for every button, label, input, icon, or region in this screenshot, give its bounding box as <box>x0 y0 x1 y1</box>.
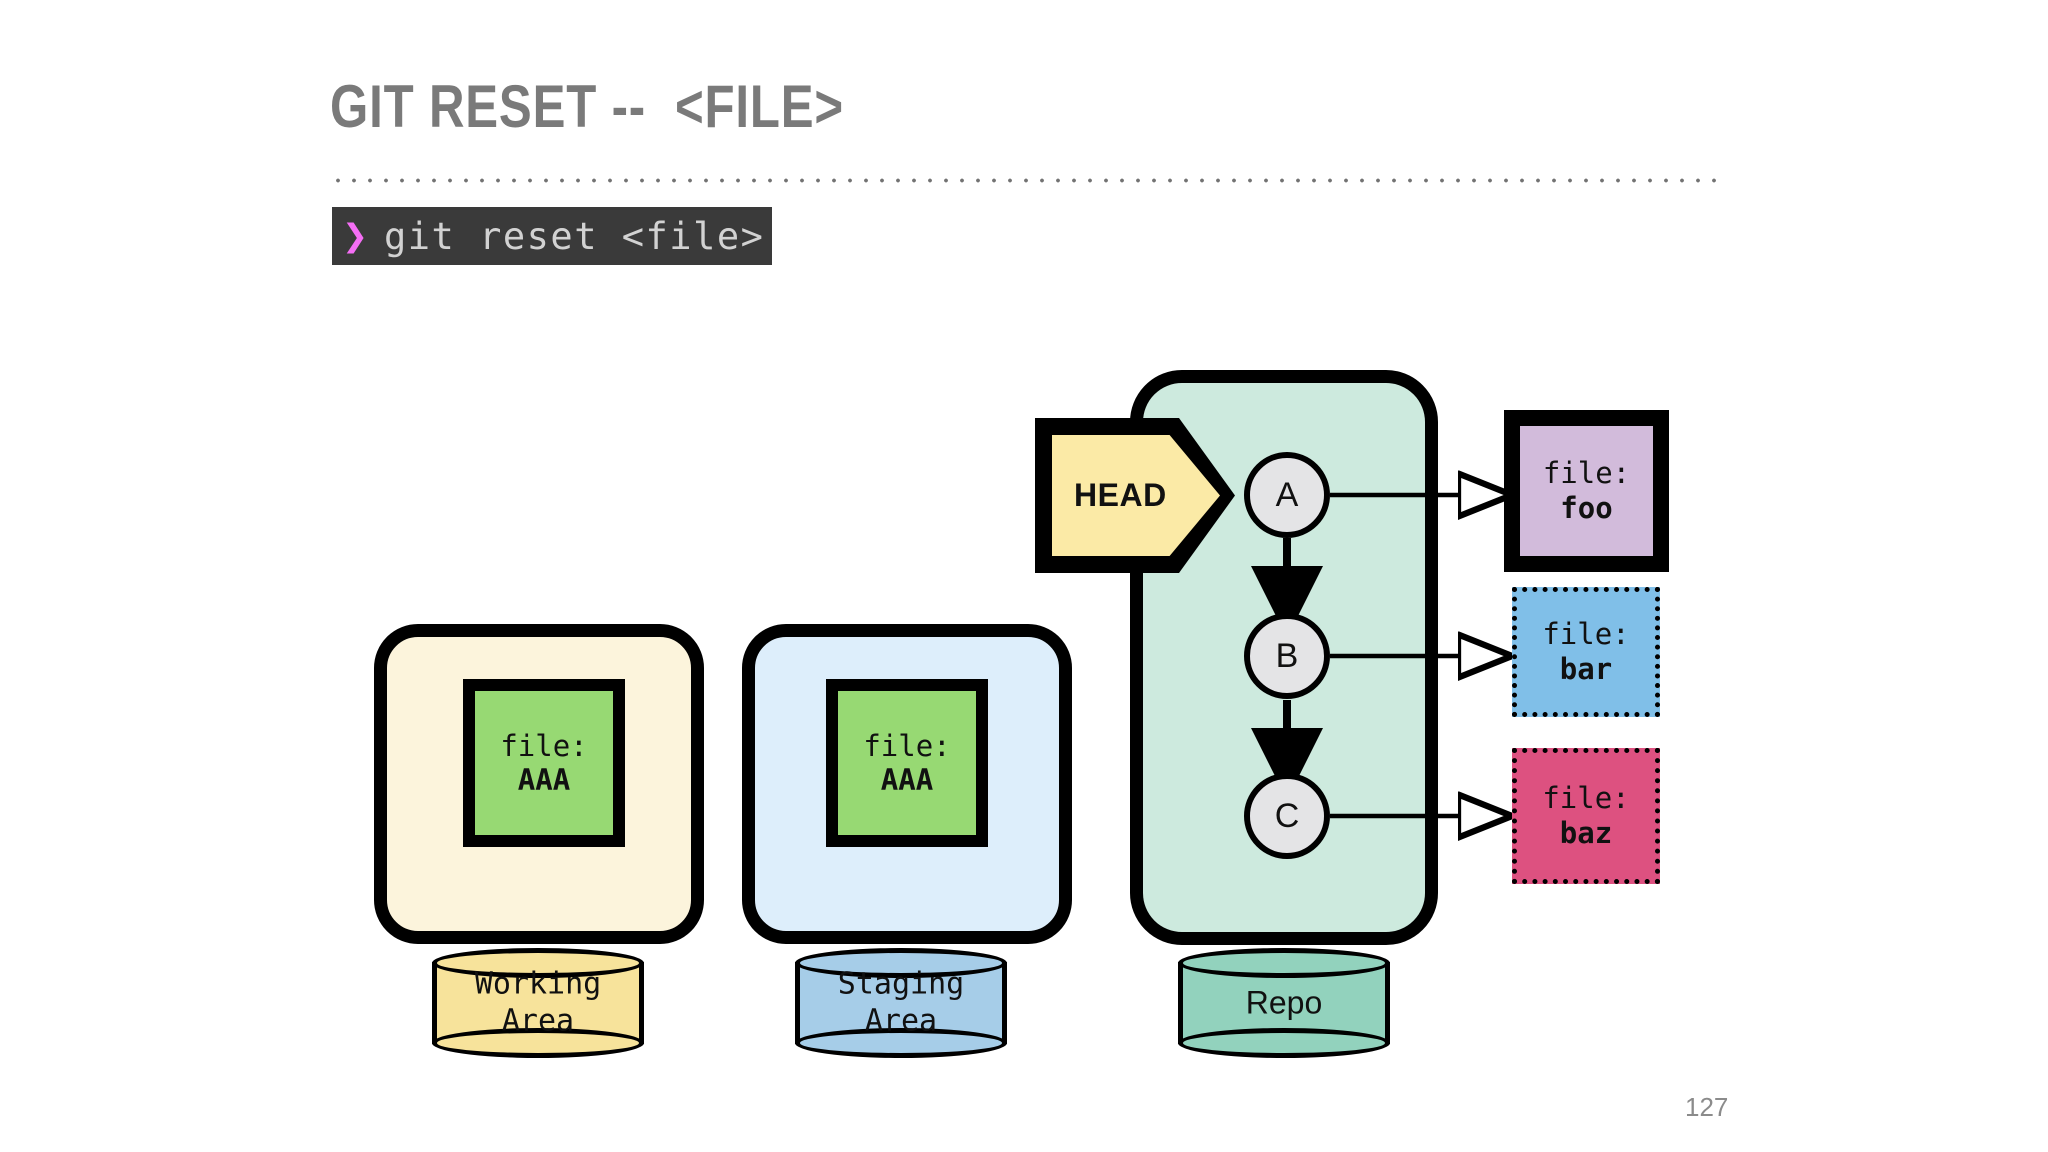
prompt-chevron-icon: ❯ <box>342 217 368 254</box>
file-value: baz <box>1559 816 1613 850</box>
repo-cylinder: Repo <box>1178 948 1390 1058</box>
working-area-label: Working Area <box>474 966 602 1038</box>
file-value: AAA <box>517 763 571 797</box>
commit-label: B <box>1275 636 1299 675</box>
file-label: file: <box>1542 781 1630 816</box>
file-label: file: <box>1542 456 1631 491</box>
title-divider <box>330 178 1725 183</box>
staging-area-file-chip: file: AAA <box>826 679 988 847</box>
working-area-file-chip: file: AAA <box>463 679 625 847</box>
repo-file-box-bar: file: bar <box>1512 587 1660 717</box>
commit-label: A <box>1275 475 1299 514</box>
page-number: 127 <box>1685 1092 1729 1122</box>
working-area-box <box>374 624 704 944</box>
page-title: GIT RESET -- <FILE> <box>330 73 844 140</box>
head-tag-label: HEAD <box>1052 435 1220 556</box>
repo-label: Repo <box>1245 984 1323 1021</box>
file-value: AAA <box>880 763 934 797</box>
file-label: file: <box>863 728 951 763</box>
repo-file-box-foo: file: foo <box>1504 410 1669 572</box>
commit-label: C <box>1274 796 1300 835</box>
staging-area-cylinder: Staging Area <box>795 948 1007 1058</box>
file-value: bar <box>1559 652 1613 686</box>
staging-area-label: Staging Area <box>837 966 965 1038</box>
head-tag[interactable]: HEAD <box>1035 418 1235 573</box>
commit-node-a[interactable]: A <box>1244 452 1330 538</box>
repo-file-box-baz: file: baz <box>1512 748 1660 884</box>
command-text: git reset <file> <box>383 214 765 258</box>
command-bar: ❯ git reset <file> <box>332 207 773 265</box>
file-label: file: <box>500 728 588 763</box>
commit-node-b[interactable]: B <box>1244 613 1330 699</box>
file-value: foo <box>1560 491 1613 525</box>
working-area-cylinder: Working Area <box>432 948 644 1058</box>
commit-node-c[interactable]: C <box>1244 773 1330 859</box>
file-label: file: <box>1542 617 1630 652</box>
